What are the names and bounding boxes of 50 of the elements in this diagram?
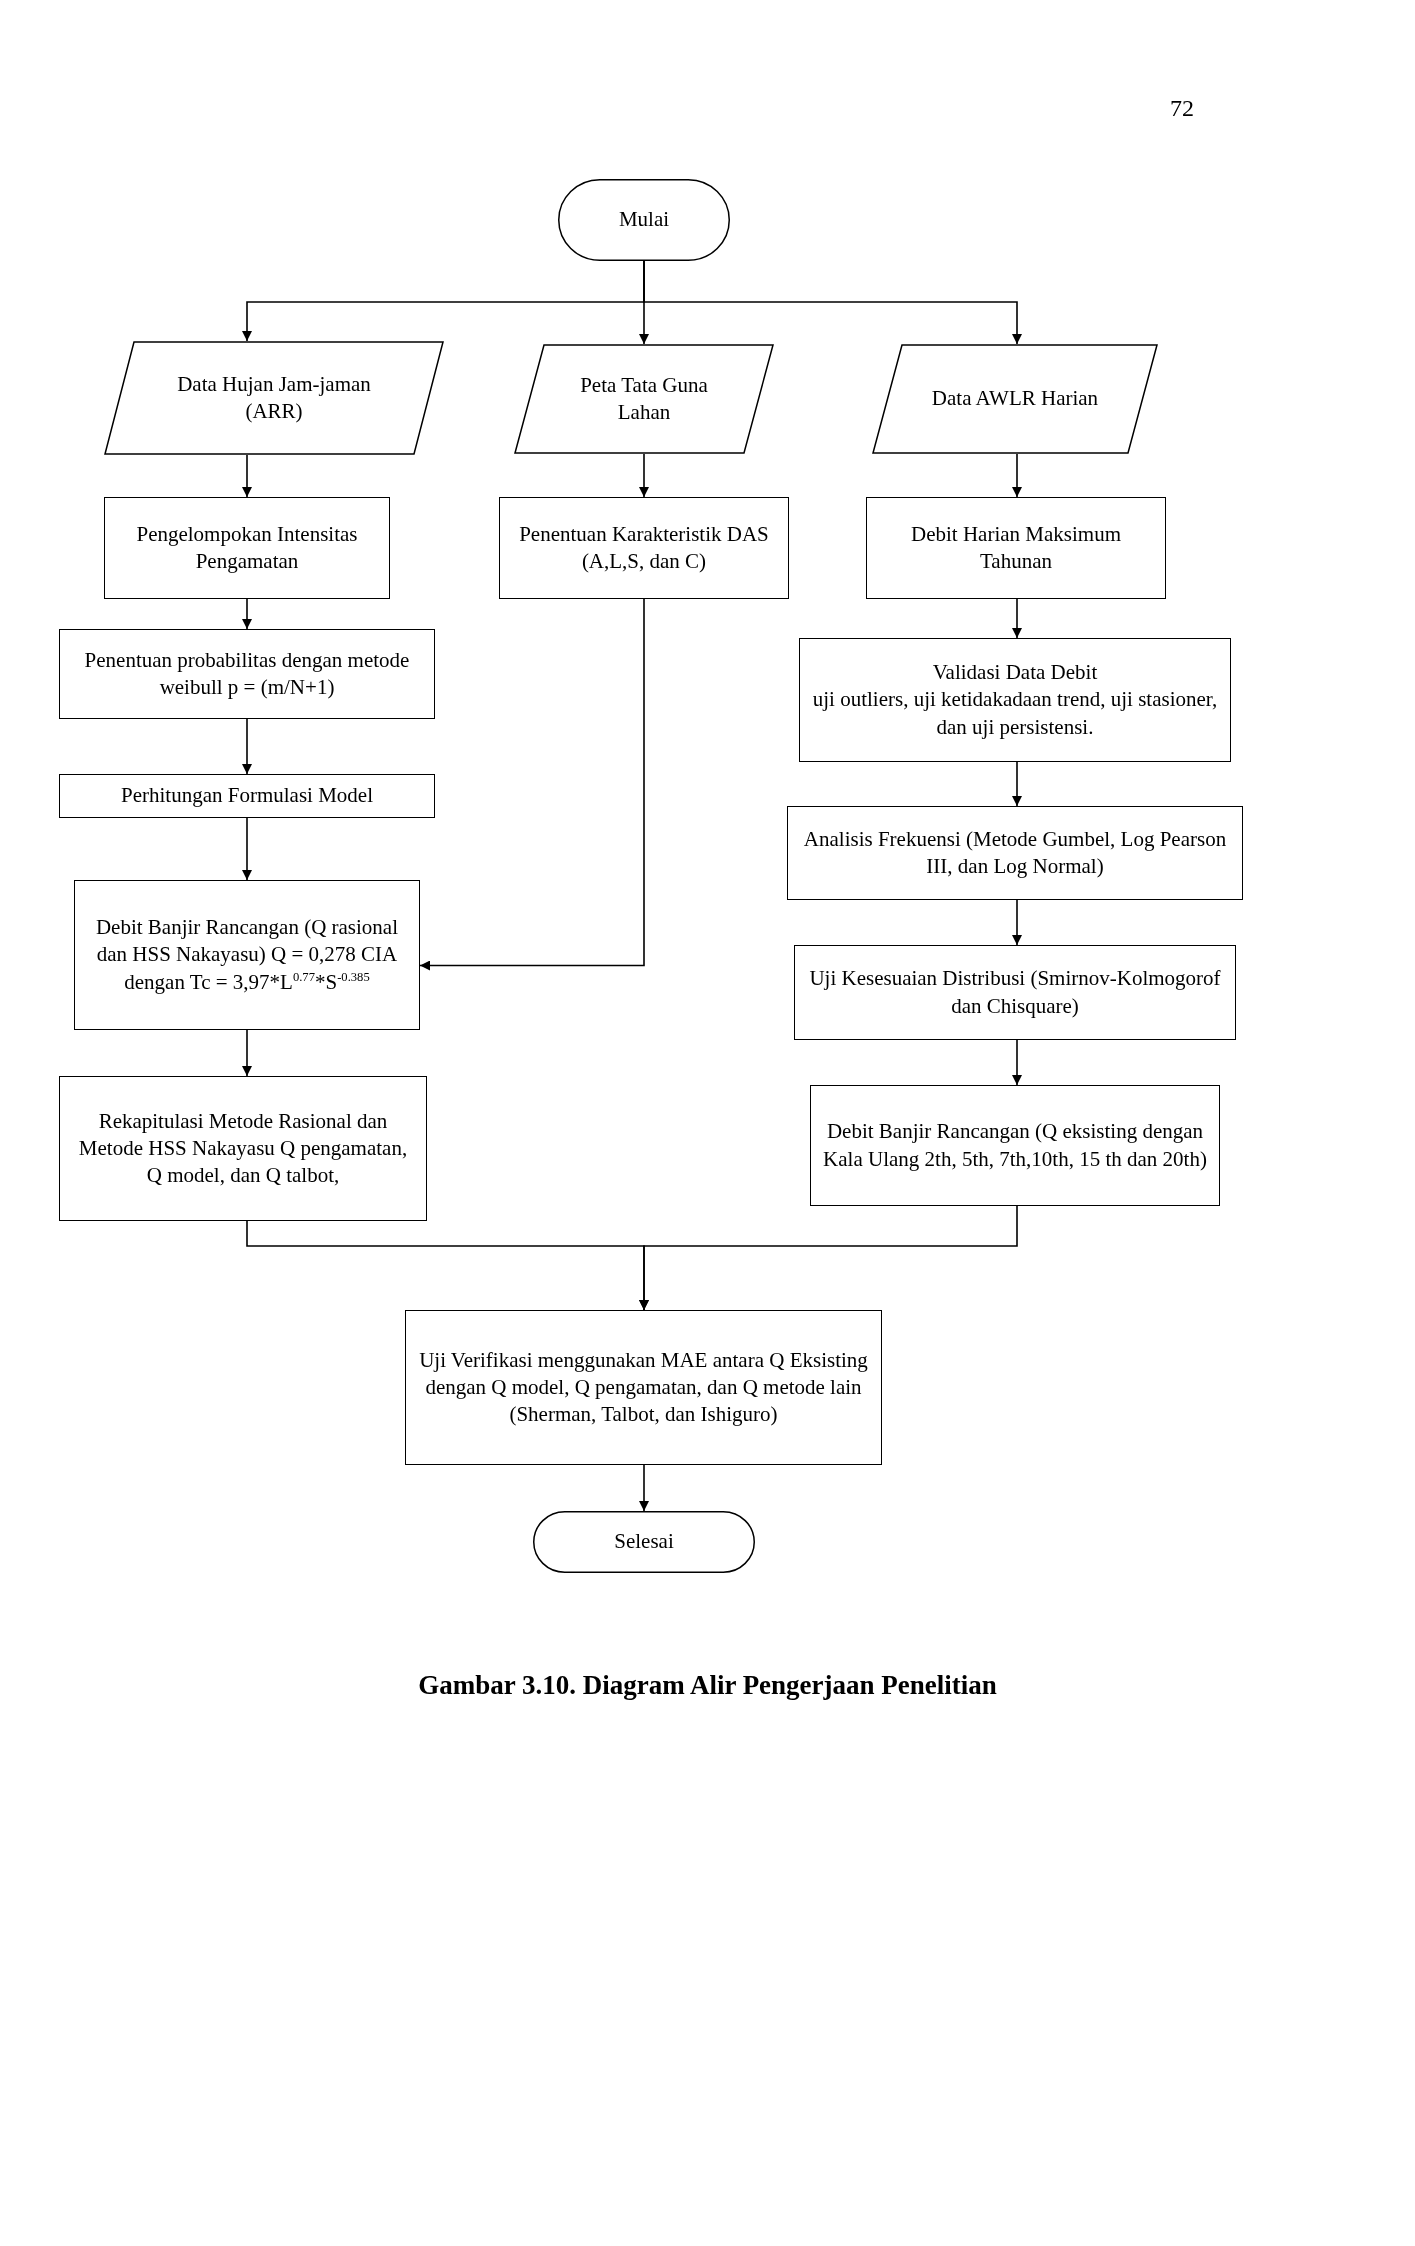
- node-text: Perhitungan Formulasi Model: [121, 782, 373, 810]
- arrow: [643, 260, 1022, 345]
- arrow: [1012, 453, 1022, 498]
- arrow: [639, 1205, 1018, 1311]
- arrow: [1012, 1039, 1022, 1086]
- node-text: Selesai: [614, 1528, 674, 1556]
- node-text: Penentuan probabilitas dengan metode weibull p = (m/N+1): [83, 646, 411, 701]
- node-text: Data Hujan Jam-jaman (ARR): [176, 370, 372, 425]
- node-text: Penentuan Karakteristik DAS (A,L,S, dan C): [518, 520, 770, 575]
- node-text: Debit Banjir Rancangan (Q rasional dan HSS Nakayasu) Q = 0,278 CIA dengan Tc = 3,97*L$^{0.77}$*S$^{-0.385}$: [94, 914, 400, 996]
- node-text: Pengelompokan Intensitas Pengamatan: [135, 520, 359, 575]
- arrow: [242, 454, 252, 498]
- node-text: Validasi Data Debit: [932, 659, 1098, 687]
- node-text: Debit Harian Maksimum Tahunan: [910, 520, 1122, 575]
- arrow: [639, 453, 649, 498]
- data-parallelogram: [104, 341, 444, 455]
- arrow: [1012, 761, 1022, 807]
- process-box: [794, 945, 1236, 1040]
- arrow: [242, 1029, 252, 1077]
- node-text: Peta Tata Guna Lahan: [579, 371, 709, 426]
- data-parallelogram: [514, 344, 774, 454]
- process-box: [59, 629, 435, 719]
- node-text: Uji Verifikasi menggunakan MAE antara Q Eksisting dengan Q model, Q pengamatan, dan Q metode lain (Sherman, Talbot, dan Ishiguro): [418, 1346, 869, 1429]
- data-parallelogram: [872, 344, 1158, 454]
- process-box: [59, 1076, 427, 1221]
- figure-caption: Gambar 3.10. Diagram Alir Pengerjaan Penelitian: [417, 1670, 998, 1701]
- process-box: [405, 1310, 882, 1465]
- node-text: uji outliers, uji ketidakadaan trend, uji stasioner, dan uji persistensi.: [811, 686, 1219, 741]
- arrow: [242, 598, 252, 630]
- node-text: Debit Banjir Rancangan (Q eksisting dengan Kala Ulang 2th, 5th, 7th,10th, 15 th dan 20th): [822, 1118, 1208, 1173]
- node-text: Data AWLR Harian: [931, 385, 1099, 413]
- arrow: [242, 817, 252, 881]
- arrow: [1012, 598, 1022, 639]
- process-box: [59, 774, 435, 818]
- arrow: [639, 1464, 649, 1512]
- process-box: [866, 497, 1166, 599]
- process-box: [104, 497, 390, 599]
- node-text: Rekapitulasi Metode Rasional dan Metode HSS Nakayasu Q pengamatan, Q model, dan Q talbot,: [77, 1107, 409, 1190]
- process-box: [799, 638, 1231, 762]
- arrow: [242, 718, 252, 775]
- process-box: [787, 806, 1243, 900]
- page-number: 72: [1170, 95, 1194, 122]
- arrow: [1012, 899, 1022, 946]
- node-text: Analisis Frekuensi (Metode Gumbel, Log Pearson III, dan Log Normal): [802, 825, 1228, 880]
- node-text: Uji Kesesuaian Distribusi (Smirnov-Kolmogorof dan Chisquare): [808, 965, 1222, 1020]
- arrow: [419, 598, 645, 971]
- process-box: [810, 1085, 1220, 1206]
- process-box: [499, 497, 789, 599]
- node-text: Mulai: [618, 206, 670, 234]
- process-box: [74, 880, 420, 1030]
